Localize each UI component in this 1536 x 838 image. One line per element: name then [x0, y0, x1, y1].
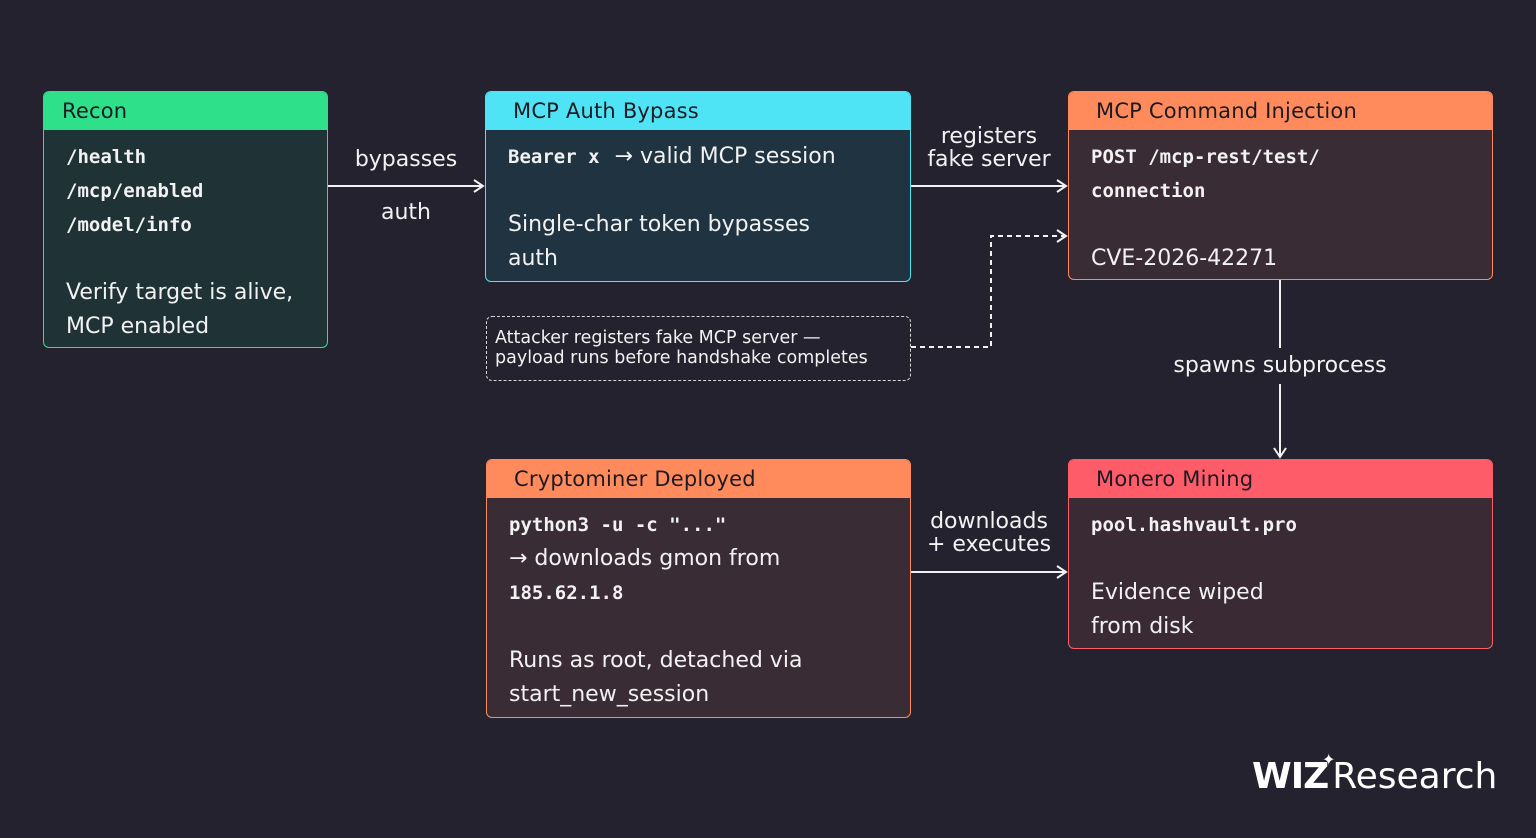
cryptominer-box: Cryptominer Deployed python3 -u -c "..."… — [486, 459, 911, 718]
recon-header: Recon — [44, 92, 327, 130]
recon-box: Recon /health /mcp/enabled /model/info V… — [43, 91, 328, 348]
attacker-note: Attacker registers fake MCP server — pay… — [486, 316, 911, 381]
python-command: python3 -u -c "..." — [509, 514, 727, 536]
monero-box: Monero Mining pool.hashvault.pro Evidenc… — [1068, 459, 1493, 649]
auth-bypass-header: MCP Auth Bypass — [486, 92, 910, 130]
edge-label-registers: registers — [940, 124, 1038, 149]
edge-label-auth: auth — [381, 200, 431, 225]
auth-bypass-text: auth — [508, 246, 558, 271]
auth-bypass-box: MCP Auth Bypass Bearer x → valid MCP ses… — [485, 91, 911, 282]
recon-endpoint: /health — [66, 146, 147, 168]
recon-text: Verify target is alive, — [66, 280, 294, 305]
edge-label-downloads: downloads — [930, 509, 1048, 534]
command-injection-header: MCP Command Injection — [1069, 92, 1492, 130]
recon-endpoint: /model/info — [66, 214, 192, 236]
arrow-note-to-injection — [911, 229, 1068, 348]
attacker-note-line: Attacker registers fake MCP server — — [495, 328, 821, 348]
injection-endpoint: connection — [1091, 180, 1206, 202]
sparkle-icon: ✦ — [1322, 750, 1336, 769]
bearer-token-result: → valid MCP session — [614, 144, 836, 169]
bearer-token-code: Bearer x — [508, 146, 600, 168]
ip-address: 185.62.1.8 — [509, 582, 624, 604]
command-injection-box: MCP Command Injection POST /mcp-rest/tes… — [1068, 91, 1493, 280]
attacker-note-line: payload runs before handshake completes — [495, 348, 868, 368]
mining-pool: pool.hashvault.pro — [1091, 514, 1297, 536]
cryptominer-text: Runs as root, detached via — [509, 648, 803, 673]
cryptominer-header: Cryptominer Deployed — [487, 460, 910, 498]
recon-endpoint: /mcp/enabled — [66, 180, 204, 202]
auth-bypass-text: Single-char token bypasses — [508, 212, 810, 237]
recon-text: MCP enabled — [66, 314, 210, 339]
wiz-research-logo: WIZ✦Research — [1252, 750, 1498, 806]
edge-label-fake-server: fake server — [927, 147, 1051, 172]
injection-endpoint: POST /mcp-rest/test/ — [1091, 146, 1320, 168]
monero-text: from disk — [1091, 614, 1194, 639]
wiz-logo-text: WIZ — [1252, 756, 1329, 797]
monero-text: Evidence wiped — [1091, 580, 1264, 605]
cve-id: CVE-2026-42271 — [1091, 246, 1278, 271]
monero-header: Monero Mining — [1069, 460, 1492, 498]
download-text: → downloads gmon from — [509, 546, 781, 571]
edge-label-executes: + executes — [926, 532, 1052, 557]
research-logo-text: Research — [1332, 756, 1498, 797]
edge-label-bypasses: bypasses — [354, 147, 458, 172]
edge-label-spawns: spawns subprocess — [1160, 354, 1400, 378]
cryptominer-text: start_new_session — [509, 682, 710, 707]
